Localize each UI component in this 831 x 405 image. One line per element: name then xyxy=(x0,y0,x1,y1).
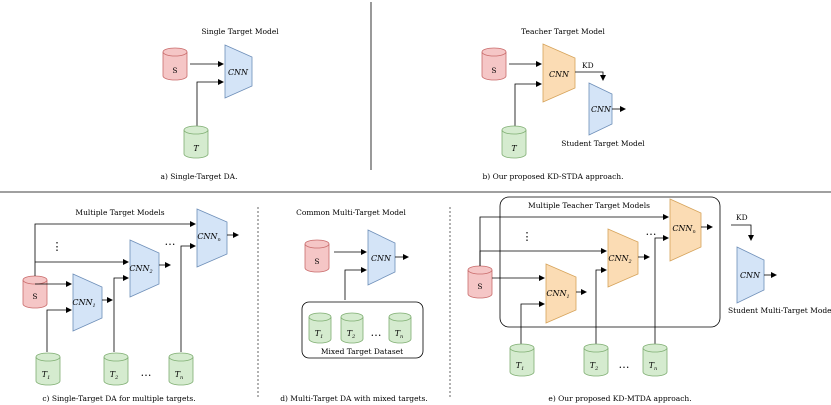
t2-to-cnn2 xyxy=(595,267,607,344)
panel-d-title: Common Multi-Target Model xyxy=(296,208,406,217)
panel-d: Common Multi-Target Model S CNN T1 T2 … … xyxy=(280,208,428,403)
source-to-cnnn xyxy=(479,214,669,266)
target-cylinder-1: T1 xyxy=(35,352,61,386)
student-label: Student Multi-Target Model xyxy=(728,306,831,315)
panel-e-title: Multiple Teacher Target Models xyxy=(528,201,650,210)
tn-label: Tn xyxy=(175,370,184,381)
panel-c: Multiple Target Models S ⋮ CNN1 CNN2 CNN… xyxy=(22,208,239,403)
teacher-cnn2-trapezoid xyxy=(607,228,639,288)
panel-d-caption: d) Multi-Target DA with mixed targets. xyxy=(280,394,428,403)
target-label: T xyxy=(193,144,199,153)
t1-to-cnn1 xyxy=(520,301,545,344)
arrow-target-to-teacher xyxy=(514,81,542,126)
target-cylinder: T xyxy=(183,125,209,159)
cnn1-trapezoid xyxy=(72,273,103,332)
dataset-label: Mixed Target Dataset xyxy=(321,347,403,356)
kd-label: KD xyxy=(582,61,594,70)
cnnn-label: CNNn xyxy=(197,232,220,243)
source-cylinder: S xyxy=(304,239,330,273)
teacher-cnn-label: CNN xyxy=(549,70,570,79)
student-cnn-trapezoid xyxy=(736,246,765,304)
target-cylinder-2: T2 xyxy=(103,352,129,386)
ellipsis: … xyxy=(371,326,382,339)
arrow-target-to-cnn xyxy=(196,79,224,126)
arrow-dataset-to-cnn xyxy=(344,267,367,300)
cnn2-trapezoid xyxy=(129,239,160,298)
teacher-cnnn-label: CNNn xyxy=(672,224,695,235)
tn-to-cnnn xyxy=(654,235,669,344)
cnn1-label: CNN1 xyxy=(72,298,95,309)
target-label: T xyxy=(511,144,517,153)
vdots: ⋮ xyxy=(52,240,63,253)
kd-arrow xyxy=(731,224,754,241)
source-label: S xyxy=(172,66,177,75)
t1-to-cnn1 xyxy=(46,307,72,352)
panel-a: Single Target Model S CNN T a) Single-Ta… xyxy=(161,27,280,181)
panel-b-caption: b) Our proposed KD-STDA approach. xyxy=(482,172,623,181)
panel-c-caption: c) Single-Target DA for multiple targets… xyxy=(42,394,195,403)
target-cylinder: T xyxy=(501,125,527,159)
panel-c-title: Multiple Target Models xyxy=(75,208,164,217)
tn-label: Tn xyxy=(395,329,404,340)
source-label: S xyxy=(32,292,37,301)
vdots: ⋮ xyxy=(522,230,533,243)
panel-e-caption: e) Our proposed KD-MTDA approach. xyxy=(548,394,691,403)
ellipsis-models: … xyxy=(646,225,657,238)
target-cylinder-2: T2 xyxy=(340,312,364,344)
tn-label: Tn xyxy=(649,361,658,372)
source-label: S xyxy=(477,282,482,291)
target-cylinder-n: Tn xyxy=(168,352,194,386)
target-cylinder-2: T2 xyxy=(583,343,609,377)
cnn-trapezoid xyxy=(224,44,253,99)
teacher-cnn1-label: CNN1 xyxy=(546,289,569,300)
target-cylinder-1: T1 xyxy=(308,312,332,344)
student-cnn-label: CNN xyxy=(740,271,761,280)
student-label: Student Target Model xyxy=(561,139,645,148)
target-cylinder-1: T1 xyxy=(509,343,535,377)
ellipsis-models: … xyxy=(165,235,176,248)
target-cylinder-n: Tn xyxy=(388,312,412,344)
panel-b: Teacher Target Model S CNN KD CNN Studen… xyxy=(481,27,645,181)
source-cylinder: S xyxy=(22,275,48,309)
cnnn-trapezoid xyxy=(196,208,228,268)
t1-label: T1 xyxy=(315,329,324,340)
source-to-cnn2 xyxy=(479,248,607,266)
cnn2-label: CNN2 xyxy=(129,264,152,275)
t2-label: T2 xyxy=(347,329,356,340)
tn-to-cnnn xyxy=(180,243,196,352)
ellipsis-targets: … xyxy=(141,366,152,379)
t2-label: T2 xyxy=(590,361,599,372)
kd-label: KD xyxy=(736,213,748,222)
teacher-cnn2-label: CNN2 xyxy=(608,254,631,265)
panel-a-title: Single Target Model xyxy=(201,27,279,36)
source-cylinder: S xyxy=(481,47,507,81)
cnn-label: CNN xyxy=(228,68,249,77)
source-cylinder: S xyxy=(467,265,493,299)
mixed-dataset-box xyxy=(301,301,424,359)
teacher-cnn-trapezoid xyxy=(542,43,576,103)
cnn-trapezoid xyxy=(367,229,396,286)
target-cylinder-n: Tn xyxy=(642,343,668,377)
panel-e: Multiple Teacher Target Models S ⋮ CNN1 … xyxy=(467,196,831,403)
source-cylinder: S xyxy=(162,47,188,81)
source-label: S xyxy=(491,66,496,75)
ellipsis-targets: … xyxy=(619,358,630,371)
source-to-cnnn xyxy=(34,221,196,276)
t1-label: T1 xyxy=(516,361,525,372)
kd-arrow xyxy=(575,71,606,81)
panel-b-title: Teacher Target Model xyxy=(521,27,605,36)
t1-label: T1 xyxy=(42,370,51,381)
panel-a-caption: a) Single-Target DA. xyxy=(161,172,238,181)
t2-label: T2 xyxy=(110,370,119,381)
cnn-label: CNN xyxy=(371,254,392,263)
source-label: S xyxy=(314,257,319,266)
student-cnn-label: CNN xyxy=(591,105,612,114)
student-cnn-trapezoid xyxy=(588,82,613,136)
teacher-cnn1-trapezoid xyxy=(545,263,577,324)
teacher-group-box xyxy=(499,196,721,328)
t2-to-cnn2 xyxy=(113,275,129,352)
teacher-cnnn-trapezoid xyxy=(669,198,702,262)
